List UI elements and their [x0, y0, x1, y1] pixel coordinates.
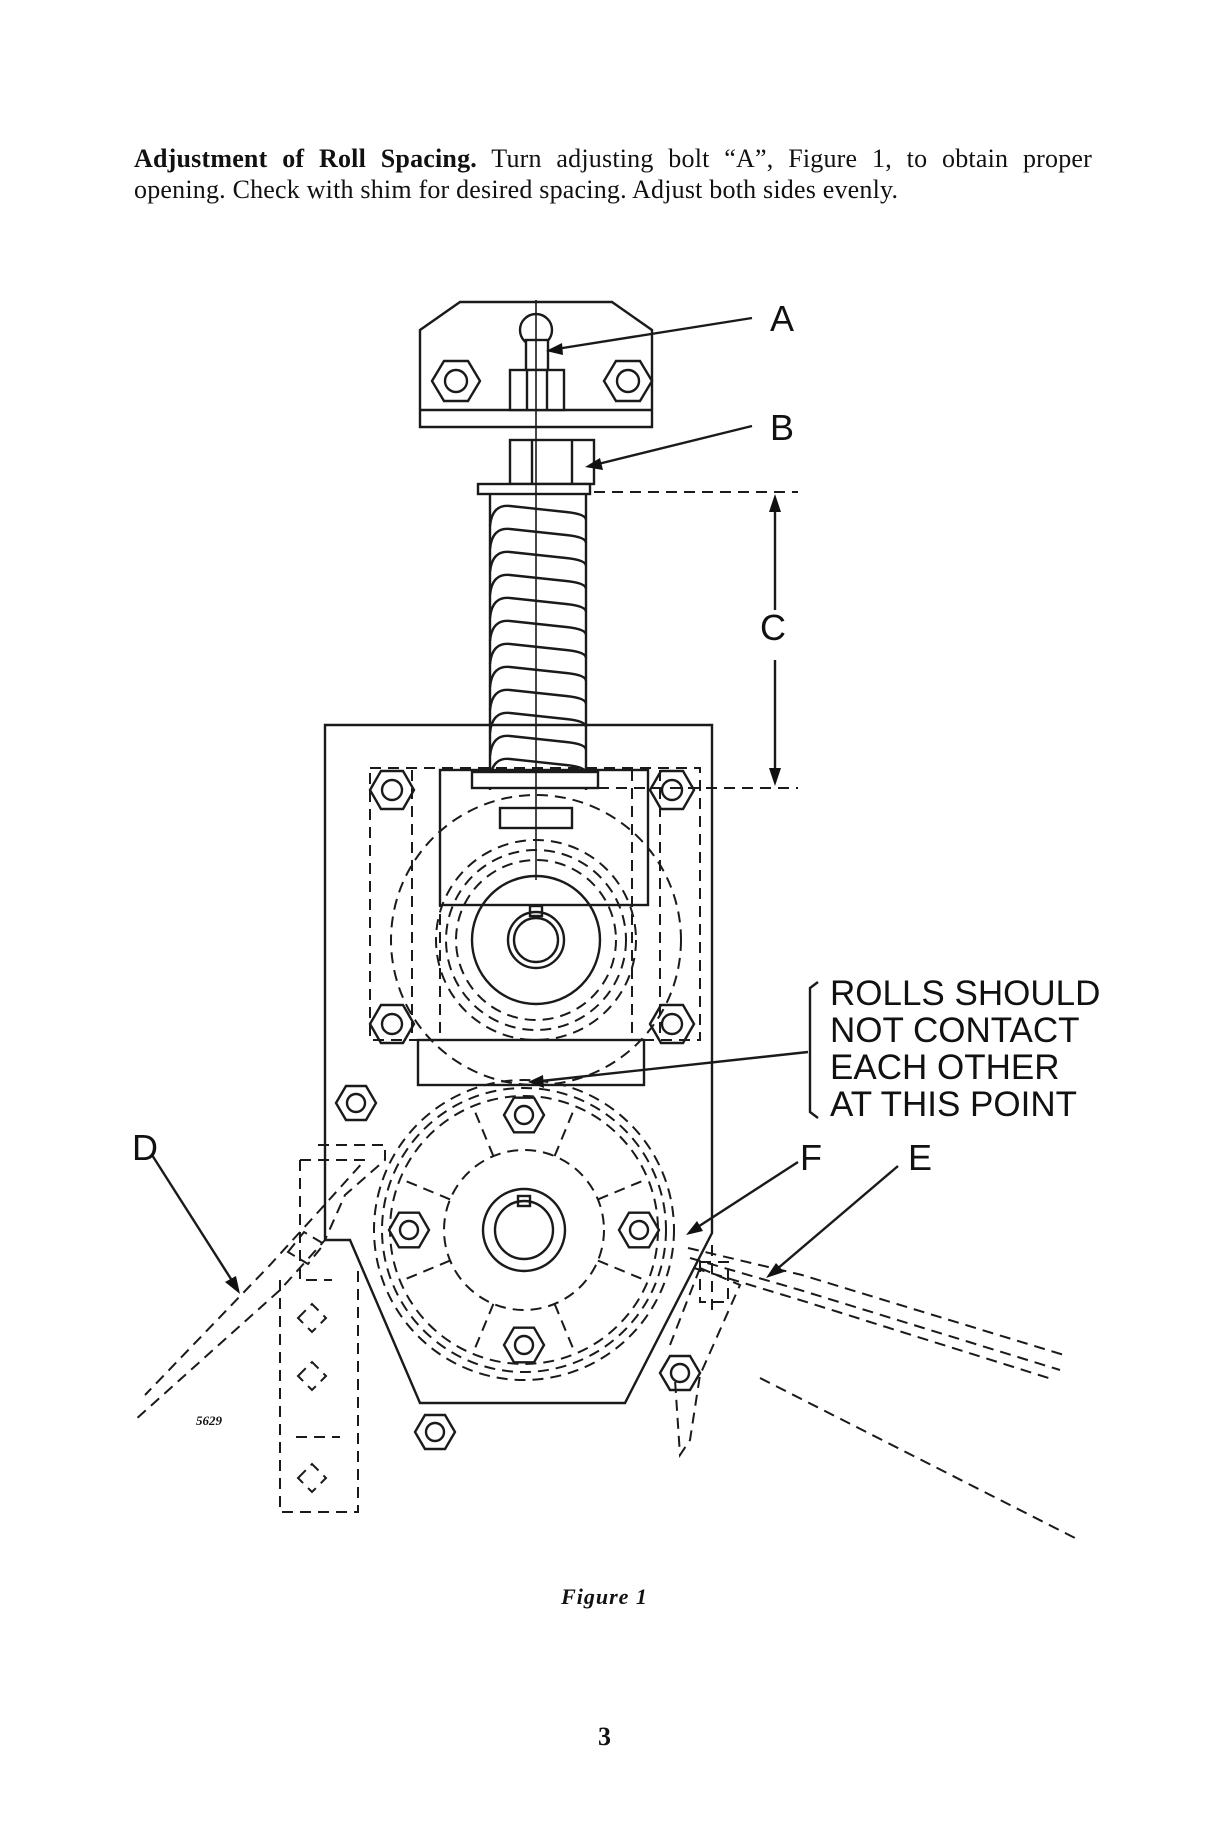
note-line-1: ROLLS SHOULD: [830, 974, 1100, 1013]
label-b: B: [770, 407, 794, 448]
roll-spoke: [553, 1303, 577, 1355]
label-c: C: [760, 607, 786, 648]
roll-spoke: [597, 1177, 649, 1201]
spring-coil: [488, 711, 588, 734]
roll-hub-nut: [387, 1211, 431, 1249]
spring-coil: [488, 596, 588, 619]
roll-spoke: [471, 1303, 495, 1355]
spring-coil: [488, 504, 588, 527]
spring-coil: [488, 619, 588, 642]
bearing-block-nut-bottom-left: [368, 1003, 416, 1045]
frame-nut-bottom: [413, 1413, 457, 1451]
roll-spoke: [553, 1105, 577, 1157]
spring-coil: [488, 642, 588, 665]
adjusting-bolt-a: [508, 312, 566, 412]
lower-roll: [373, 1079, 675, 1381]
frame-nut-left: [334, 1084, 378, 1122]
roll-spoke: [399, 1177, 451, 1201]
roll-spoke: [597, 1259, 649, 1283]
roll-hub-nut: [502, 1096, 546, 1134]
spring-coil: [488, 734, 588, 757]
bearing-block-nut-top-left: [368, 769, 416, 811]
spring-coil: [488, 527, 588, 550]
roll-spoke: [399, 1259, 451, 1283]
roll-contact-note: ROLLS SHOULD NOT CONTACT EACH OTHER AT T…: [830, 974, 1100, 1124]
bearing-block-nut-bottom-right: [648, 1003, 696, 1045]
roll-spacing-paragraph: Adjustment of Roll Spacing. Turn adjusti…: [134, 143, 1092, 205]
bearing-block-nut-top-right: [648, 769, 696, 811]
housing-frame: [323, 723, 714, 1405]
dimension-c: [594, 491, 798, 789]
page-number: 3: [598, 1722, 611, 1751]
roll-spoke: [471, 1105, 495, 1157]
spring-coil: [488, 688, 588, 711]
note-line-4: AT THIS POINT: [830, 1085, 1077, 1124]
compression-spring: [470, 494, 600, 790]
bracket-nut-right: [602, 359, 654, 403]
left-chute-d: [134, 1144, 386, 1513]
spring-coil: [488, 665, 588, 688]
label-a: A: [770, 298, 794, 339]
spring-coil: [488, 550, 588, 573]
figure-caption: Figure 1: [561, 1584, 648, 1609]
bracket-nut-left: [430, 359, 482, 403]
drawing-number: 5629: [196, 1413, 223, 1428]
leader-lines: [150, 316, 899, 1294]
frame-nut-lower-right: [658, 1354, 702, 1392]
upper-roll: [390, 794, 682, 1086]
note-line-3: EACH OTHER: [830, 1048, 1059, 1087]
paragraph-heading: Adjustment of Roll Spacing.: [134, 144, 477, 173]
roll-hub-nut: [502, 1326, 546, 1364]
spring-coil: [488, 573, 588, 596]
paragraph-body: Turn adjusting bolt “A”, Figure 1, to ob…: [134, 144, 1093, 204]
note-line-2: NOT CONTACT: [830, 1011, 1080, 1050]
label-d: D: [132, 1127, 158, 1168]
label-e: E: [908, 1137, 932, 1178]
lock-nut-b: [476, 438, 596, 496]
top-bracket: [418, 300, 654, 429]
label-f: F: [800, 1137, 822, 1178]
right-chute-e: [669, 1245, 1076, 1539]
roll-hub-nut: [617, 1211, 661, 1249]
